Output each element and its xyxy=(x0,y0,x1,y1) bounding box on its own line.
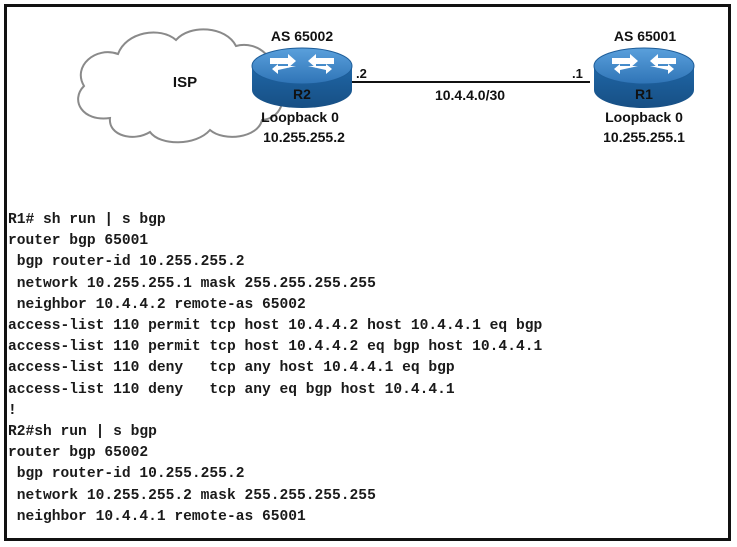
router-r2[interactable]: AS 65002 R2 Loopback 0 10.255.255.2 xyxy=(251,28,353,145)
r2-router-top xyxy=(251,47,353,85)
config-line: router bgp 65002 xyxy=(8,445,149,462)
r1-interface-label: .1 xyxy=(572,66,583,81)
isp-cloud: ISP xyxy=(77,28,284,144)
r1-router-label: R1 xyxy=(635,86,653,102)
r1-loopback-ip: 10.255.255.1 xyxy=(603,129,685,145)
config-line: bgp router-id 10.255.255.2 xyxy=(8,254,245,271)
bgp-config-output: R1# sh run | s bgp router bgp 65001 bgp … xyxy=(8,210,542,528)
r2-as-label: AS 65002 xyxy=(271,28,333,44)
r2-router-label: R2 xyxy=(293,86,311,102)
r2-loopback-ip: 10.255.255.2 xyxy=(263,129,345,145)
config-line: bgp router-id 10.255.255.2 xyxy=(8,466,245,483)
config-line: access-list 110 permit tcp host 10.4.4.2… xyxy=(8,318,543,335)
config-line: network 10.255.255.1 mask 255.255.255.25… xyxy=(8,275,376,292)
config-line: router bgp 65001 xyxy=(8,233,149,250)
r2-interface-label: .2 xyxy=(356,66,367,81)
config-line: neighbor 10.4.4.1 remote-as 65001 xyxy=(8,508,306,525)
router-r1[interactable]: AS 65001 R1 Loopback 0 10.255.255.1 xyxy=(593,28,695,145)
network-topology: ISP 10.4.4.0/30 .2 .1 AS 65002 R2 Loopba… xyxy=(77,28,695,145)
r1-router-top xyxy=(593,47,695,85)
r1-as-label: AS 65001 xyxy=(614,28,676,44)
config-line: access-list 110 deny tcp any host 10.4.4… xyxy=(8,360,455,377)
config-line: neighbor 10.4.4.2 remote-as 65002 xyxy=(8,296,306,313)
config-line: R2#sh run | s bgp xyxy=(8,424,157,441)
config-line: R1# sh run | s bgp xyxy=(8,212,166,228)
config-line: access-list 110 deny tcp any eq bgp host… xyxy=(8,381,455,398)
router-arrows-icon xyxy=(270,54,334,74)
isp-label: ISP xyxy=(173,74,197,91)
config-line: network 10.255.255.2 mask 255.255.255.25… xyxy=(8,487,376,504)
link-subnet-label: 10.4.4.0/30 xyxy=(435,87,505,103)
r1-loopback-label: Loopback 0 xyxy=(605,109,683,125)
cloud-shape xyxy=(77,28,284,144)
config-line: access-list 110 permit tcp host 10.4.4.2… xyxy=(8,339,543,356)
config-line: ! xyxy=(8,402,17,419)
router-arrows-icon xyxy=(612,54,676,74)
r2-loopback-label: Loopback 0 xyxy=(261,109,339,125)
